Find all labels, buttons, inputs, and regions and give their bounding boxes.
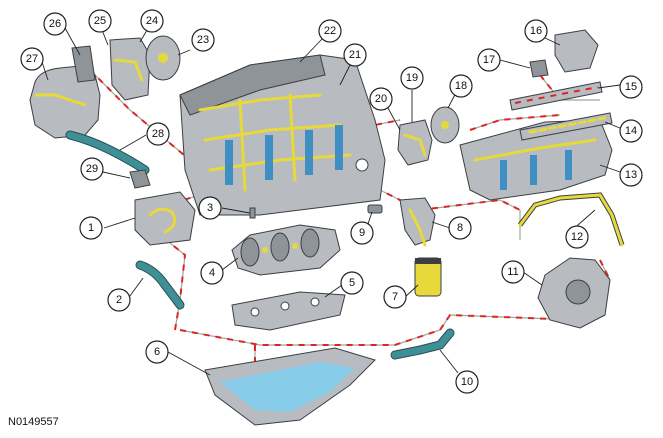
svg-text:26: 26 (49, 18, 61, 30)
callout-28: 28 (146, 122, 170, 146)
callout-19: 19 (400, 66, 424, 90)
callout-21: 21 (343, 43, 367, 67)
svg-text:22: 22 (324, 25, 336, 37)
part-10-oil-line (390, 328, 455, 360)
part-13-cylinder-head (459, 119, 613, 201)
callout-17: 17 (477, 48, 501, 72)
part-26-27-pump-housing (29, 45, 101, 139)
callout-16: 16 (524, 19, 548, 43)
callout-23: 23 (191, 28, 215, 52)
svg-text:5: 5 (349, 277, 355, 289)
callout-29: 29 (80, 157, 104, 181)
svg-text:14: 14 (625, 125, 637, 137)
part-23-pulley (145, 35, 181, 81)
svg-text:7: 7 (392, 291, 398, 303)
svg-text:15: 15 (625, 81, 637, 93)
part-11-cooler (537, 257, 611, 329)
callout-26: 26 (43, 12, 67, 36)
part-12-oil-tube (518, 192, 625, 247)
part-19-20-secondary-pump (397, 119, 433, 166)
svg-text:18: 18 (455, 80, 467, 92)
part-1-oil-pump (134, 191, 196, 246)
svg-text:11: 11 (507, 266, 518, 278)
svg-text:29: 29 (86, 163, 98, 175)
part-3-dowel (249, 207, 256, 219)
svg-text:17: 17 (483, 54, 495, 66)
figure-reference-code: N0149557 (8, 416, 59, 428)
part-29-fitting (129, 169, 151, 189)
svg-text:24: 24 (146, 15, 158, 27)
part-9-plug (367, 204, 383, 214)
svg-text:27: 27 (26, 53, 38, 65)
part-18-pulley (430, 106, 460, 144)
svg-text:20: 20 (375, 93, 387, 105)
callout-6: 6 (145, 340, 169, 364)
callout-18: 18 (449, 74, 473, 98)
callout-11: 11 (501, 260, 525, 284)
svg-text:28: 28 (152, 128, 164, 140)
part-15-camshaft (509, 81, 603, 111)
callout-7: 7 (383, 285, 407, 309)
callout-24: 24 (140, 9, 164, 33)
svg-text:13: 13 (625, 169, 637, 181)
part-2-pickup-tube (135, 260, 185, 310)
svg-text:19: 19 (406, 72, 418, 84)
svg-text:10: 10 (461, 376, 473, 388)
part-5-oil-pan-gasket (231, 291, 346, 331)
svg-text:3: 3 (207, 202, 213, 214)
callout-10: 10 (455, 370, 479, 394)
callout-1: 1 (79, 216, 103, 240)
leader-lines (41, 24, 621, 376)
part-4-crankshaft (231, 224, 341, 276)
part-6-oil-pan (204, 347, 376, 426)
callout-2: 2 (107, 288, 131, 312)
callout-12: 12 (565, 225, 589, 249)
svg-text:1: 1 (88, 222, 94, 234)
svg-text:16: 16 (530, 25, 542, 37)
part-14-camshaft (519, 112, 613, 141)
callout-9: 9 (350, 221, 374, 245)
part-16-actuator (554, 29, 599, 73)
callout-20: 20 (369, 87, 393, 111)
callout-22: 22 (318, 19, 342, 43)
callout-4: 4 (200, 261, 224, 285)
svg-text:12: 12 (571, 231, 583, 243)
callout-14: 14 (619, 119, 643, 143)
part-17-fitting (529, 59, 549, 78)
part-21-22-engine-block (179, 54, 386, 216)
svg-text:8: 8 (457, 222, 463, 234)
svg-text:25: 25 (94, 15, 106, 27)
svg-text:2: 2 (116, 294, 122, 306)
part-7-oil-filter (414, 257, 442, 297)
svg-text:9: 9 (359, 227, 365, 239)
callout-25: 25 (88, 9, 112, 33)
callout-13: 13 (619, 163, 643, 187)
svg-text:21: 21 (349, 49, 361, 61)
svg-text:4: 4 (209, 267, 215, 279)
svg-text:23: 23 (197, 34, 209, 46)
callout-15: 15 (619, 75, 643, 99)
callout-27: 27 (20, 47, 44, 71)
callout-8: 8 (448, 216, 472, 240)
part-8-filter-adapter (399, 197, 436, 247)
part-24-25-upper-pump (109, 37, 151, 101)
callout-5: 5 (340, 271, 364, 295)
svg-text:6: 6 (154, 346, 160, 358)
part-28-hose (65, 130, 150, 175)
callout-3: 3 (198, 196, 222, 220)
